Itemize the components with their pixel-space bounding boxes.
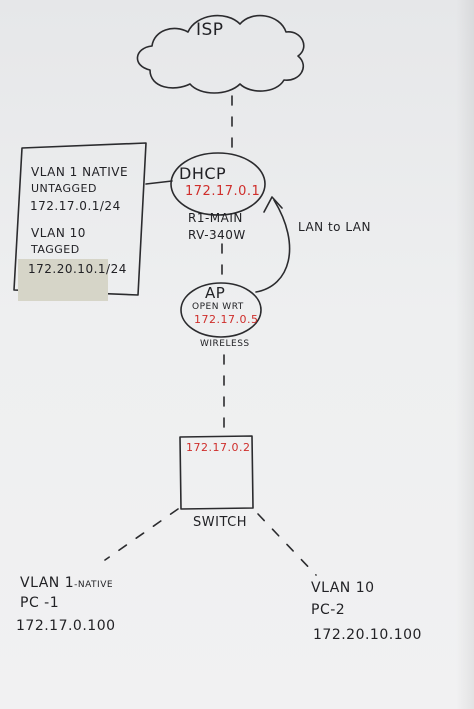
vlan1-title: VLAN 1 NATIVE [31,165,129,179]
router-name: R1-MAIN [188,211,243,225]
router-service-label: DHCP [179,164,227,183]
vlan-router-connector [145,180,173,185]
vlan10-ip: 172.20.10.1/24 [18,259,126,301]
pc1-ip: 172.17.0.100 [16,618,116,634]
pc1-vlan-note: -NATIVE [74,580,114,590]
pc2-vlan: VLAN 10 [311,580,375,596]
pc1-vlan: VLAN 1-NATIVE [20,575,113,591]
isp-label: ISP [196,20,224,40]
lan-arrow-head [263,196,283,213]
isp-cloud [136,14,305,94]
switch-box [179,435,254,510]
switch-ip: 172.17.0.2 [186,441,251,454]
vlan1-mode: UNTAGGED [31,182,97,195]
lan-to-lan-label: LAN to LAN [298,220,371,234]
switch-label: SWITCH [193,515,247,530]
lan-to-lan-arrow [255,199,291,293]
switch-pc1-link [104,508,179,561]
ap-wireless-note: WIRELESS [200,339,250,349]
router-ip: 172.17.0.1 [185,184,261,199]
vlan10-mode: TAGGED [31,243,80,256]
pc2-name: PC-2 [311,602,346,618]
ap-ellipse [180,282,262,338]
vlan10-title: VLAN 10 [31,226,86,240]
pc1-vlan-name: VLAN 1 [20,575,75,591]
router-ellipse [170,152,266,216]
vlan-box-outline [13,142,147,296]
switch-pc2-link [257,513,317,576]
router-model: RV-340W [188,228,246,242]
pc2-ip: 172.20.10.100 [313,627,422,643]
ap-label: AP [205,284,226,302]
vlan1-ip: 172.17.0.1/24 [30,199,121,213]
ap-firmware: OPEN WRT [192,302,244,312]
ap-ip: 172.17.0.5 [194,313,259,326]
pc1-name: PC -1 [20,595,60,611]
